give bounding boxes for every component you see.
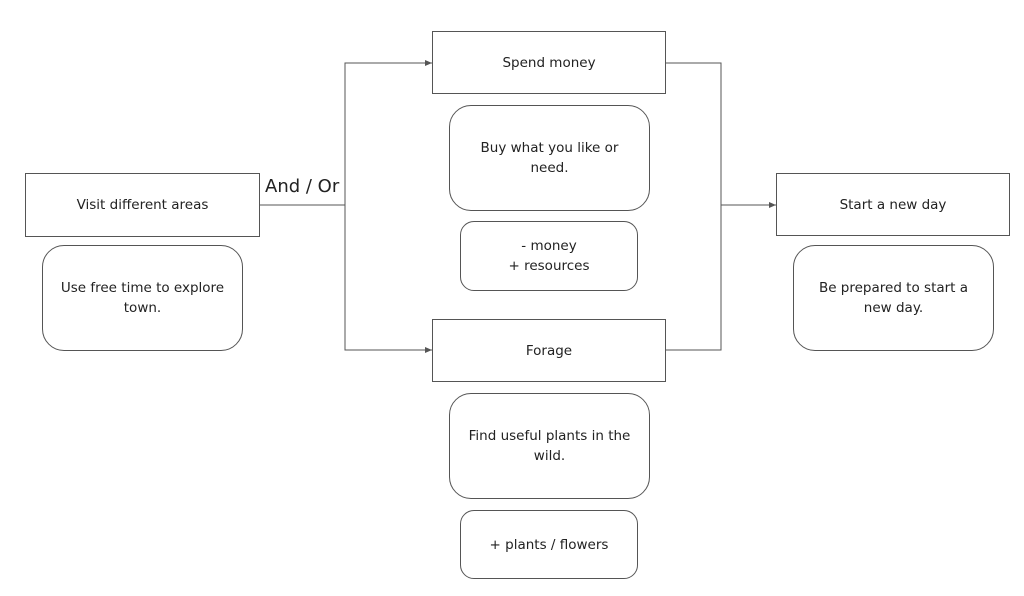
spend-money-effect[interactable]: - money + resources <box>460 221 638 291</box>
start-new-day-note[interactable]: Be prepared to start a new day. <box>793 245 994 351</box>
visit-note[interactable]: Use free time to explore town. <box>42 245 243 351</box>
spend-money-node[interactable]: Spend money <box>432 31 666 94</box>
spend-money-note[interactable]: Buy what you like or need. <box>449 105 650 211</box>
arrow-to-forage <box>344 205 432 353</box>
and-or-label: And / Or <box>265 176 340 197</box>
arrow-to-spend-money <box>344 60 432 205</box>
forage-node[interactable]: Forage <box>432 319 666 382</box>
visit-different-areas-node[interactable]: Visit different areas <box>25 173 260 237</box>
forage-note[interactable]: Find useful plants in the wild. <box>449 393 650 499</box>
connector-spend-merge <box>666 62 722 351</box>
forage-effect[interactable]: + plants / flowers <box>460 510 638 579</box>
start-new-day-node[interactable]: Start a new day <box>776 173 1010 236</box>
